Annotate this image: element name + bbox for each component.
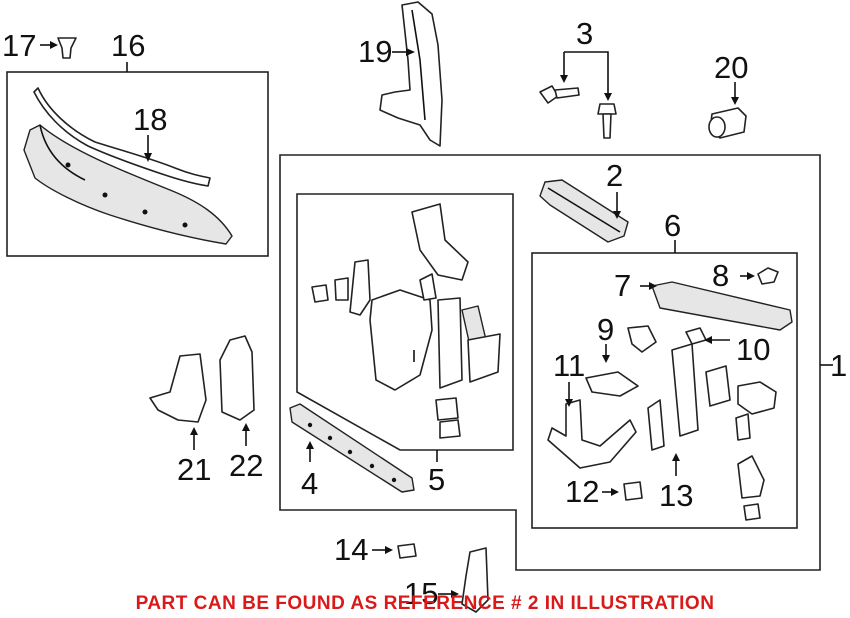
callout-13: 13 (659, 478, 693, 513)
callout-9: 9 (597, 312, 614, 347)
frame-16 (6, 71, 269, 257)
part-4-lower-bar (289, 403, 415, 493)
callout-14: 14 (334, 532, 368, 567)
callout-16: 16 (111, 28, 145, 63)
callout-8: 8 (712, 258, 729, 293)
part-16-cover (23, 124, 233, 245)
part-17-clip (40, 37, 77, 59)
part-2-bracket (539, 179, 629, 243)
part-3-bolts (539, 51, 617, 139)
callout-10: 10 (736, 332, 770, 367)
callout-2: 2 (606, 158, 623, 193)
part-8-clip (740, 267, 779, 285)
callout-22: 22 (229, 448, 263, 483)
callout-1: 1 (830, 348, 847, 383)
part-11-panel (547, 371, 639, 469)
callout-20: 20 (714, 50, 748, 85)
part-20-sensor (708, 82, 747, 139)
callout-6: 6 (664, 208, 681, 243)
frame-5 (296, 193, 514, 451)
callout-4: 4 (301, 466, 318, 501)
callout-labels: 1 2 3 4 5 6 7 8 9 10 11 12 13 14 15 16 1… (2, 16, 847, 611)
callout-12: 12 (565, 474, 599, 509)
part-12-clip (602, 481, 643, 501)
callout-17: 17 (2, 28, 36, 63)
part-21-bracket (149, 353, 207, 450)
callout-21: 21 (177, 452, 211, 487)
callout-15: 15 (404, 576, 438, 611)
callout-18: 18 (133, 102, 167, 137)
part-15-bracket (438, 547, 489, 613)
frame-6 (531, 252, 798, 529)
part-22-bracket (219, 335, 255, 446)
callout-19: 19 (358, 34, 392, 69)
part-18-seal (33, 87, 211, 187)
part-9-bracket (602, 325, 657, 363)
part-13-reinforcement (647, 343, 777, 521)
part-10-bracket (685, 327, 730, 345)
part-19-pillar (379, 1, 443, 147)
callout-11: 11 (553, 348, 585, 383)
part-14-clip (372, 543, 417, 559)
frame-1 (279, 154, 821, 571)
callout-7: 7 (614, 268, 631, 303)
callout-3: 3 (576, 16, 593, 51)
part-5-structure (311, 203, 501, 439)
callout-5: 5 (428, 462, 445, 497)
reference-note: PART CAN BE FOUND AS REFERENCE # 2 IN IL… (136, 593, 715, 614)
part-7-member (640, 281, 793, 331)
